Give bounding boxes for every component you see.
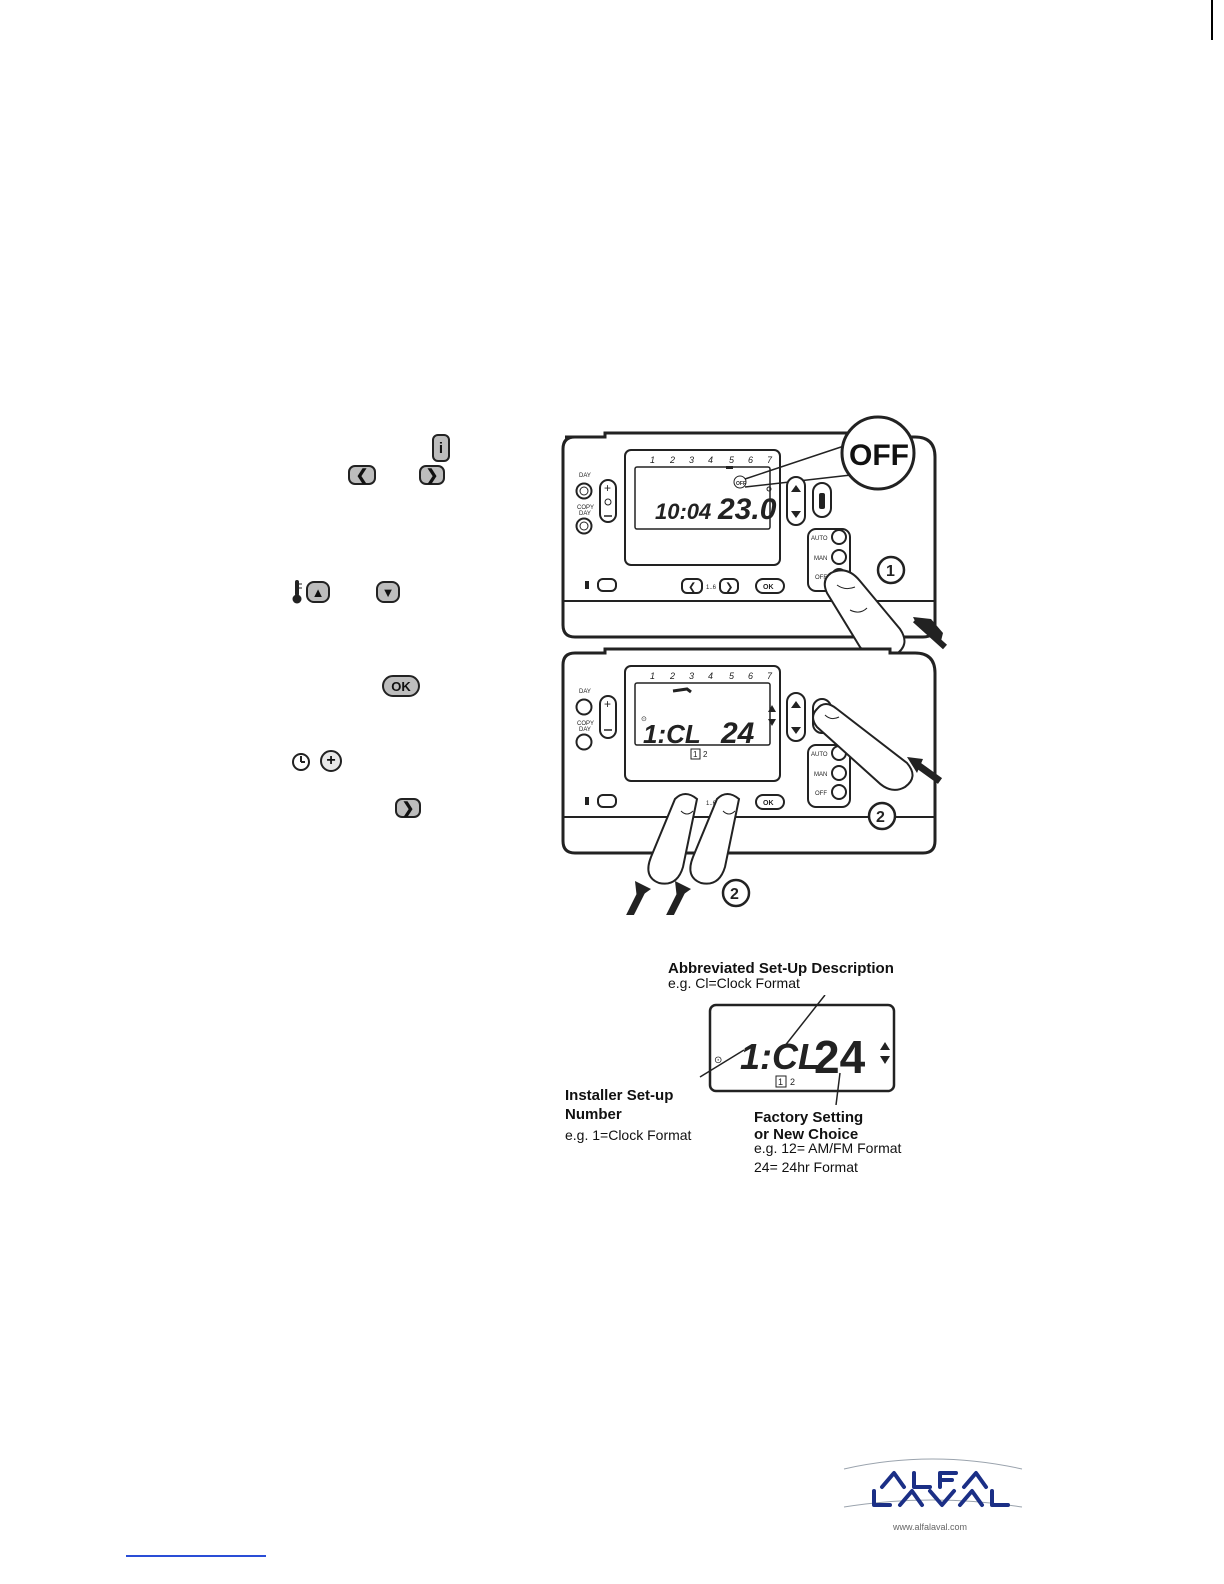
day-number: 1 [650,671,655,681]
annotation-right-title: Factory Setting [754,1109,864,1126]
day-label: DAY [579,511,591,517]
off-callout-label: OFF [849,439,909,472]
day-label: DAY [579,689,591,695]
chevron-left-icon: ❮ [688,582,696,593]
thermometer-icon [292,580,302,610]
step-number: 1 [886,563,895,580]
lcd-index-2: 2 [790,1077,795,1087]
svg-text:⊙: ⊙ [641,716,647,723]
day-number: 2 [669,455,675,465]
annotation-left-title: Number [565,1106,622,1123]
svg-text:⊙: ⊙ [714,1055,722,1066]
thermostat-illustration: 1 2 3 4 5 6 7 OFF 10:04 23.0 OFF DAY COP… [561,415,948,915]
day-number: 6 [748,455,753,465]
lcd-index-box: 1 [693,750,698,759]
info-button-icon: i [432,434,450,462]
chevron-left-icon: ❮ [348,465,376,485]
logo-url: www.alfalaval.com [893,1522,968,1532]
chevron-right-icon: ❯ [419,465,445,485]
man-label: MAN [814,556,827,562]
lcd-setup-number: 1:CL [740,1036,820,1077]
page-edge-rule [1211,0,1213,40]
annotation-title: Abbreviated Set-Up Description [668,960,894,977]
day-number: 4 [708,671,713,681]
thermostat-bottom: 1 2 3 4 5 6 7 ⊙ 1:CL 24 1 2 DAY COPY DAY… [561,647,943,915]
ok-label: OK [763,584,774,591]
alfa-laval-logo [843,1458,1023,1508]
day-number: 5 [729,455,735,465]
day-number: 7 [767,455,773,465]
day-number: 5 [729,671,735,681]
annotation-left-example: e.g. 1=Clock Format [565,1127,692,1143]
annotation-right-example: 24= 24hr Format [754,1159,858,1175]
man-label: MAN [814,772,827,778]
day-number: 4 [708,455,713,465]
off-label: OFF [815,791,827,797]
annotation-right-example: e.g. 12= AM/FM Format [754,1140,902,1156]
step-number: 2 [730,886,739,903]
day-label: DAY [579,727,591,733]
copy-label: COPY [577,721,594,727]
chevron-right-icon: ❯ [725,582,733,593]
day-number: 6 [748,671,753,681]
thermostat-top: 1 2 3 4 5 6 7 OFF 10:04 23.0 OFF DAY COP… [561,415,948,660]
plus-icon: + [604,697,611,711]
day-number: 3 [689,671,694,681]
lcd-off-text: OFF [736,481,746,487]
day-number: 7 [767,671,773,681]
lcd-setup-number: 1:CL [643,719,701,749]
lcd-setup-value: 24 [720,717,755,750]
nav-range-label: 1..6 [706,585,717,591]
off-label: OFF [815,575,827,581]
day-number: 2 [669,671,675,681]
lcd-temperature: 23.0 [717,493,777,526]
ok-button-icon: OK [382,675,420,697]
annotation-left-title: Installer Set-up [565,1087,674,1104]
lcd-time: 10:04 [655,499,711,524]
ok-label: OK [763,800,774,807]
annotation-title-example: e.g. Cl=Clock Format [668,975,800,991]
footer-link-underline[interactable] [126,1555,266,1557]
plus-icon: + [604,481,611,495]
day-number: 3 [689,455,694,465]
auto-label: AUTO [811,536,828,542]
up-arrow-icon: ▲ [306,581,330,603]
auto-label: AUTO [811,752,828,758]
clock-icon [291,752,311,777]
lcd-index-box: 1 [778,1077,783,1087]
chevron-right-icon: ❯ [395,798,421,818]
down-arrow-icon: ▼ [376,581,400,603]
nav-range-label: 1..6 [706,801,717,807]
lcd-detail: 1:CL 24 ⊙ 1 2 [699,995,896,1105]
annotation-right-title: or New Choice [754,1126,859,1143]
copy-label: COPY [577,505,594,511]
step-number: 2 [876,809,885,826]
day-label: DAY [579,473,591,479]
plus-button-icon: + [320,750,342,772]
lcd-index-2: 2 [703,750,708,759]
day-number: 1 [650,455,655,465]
